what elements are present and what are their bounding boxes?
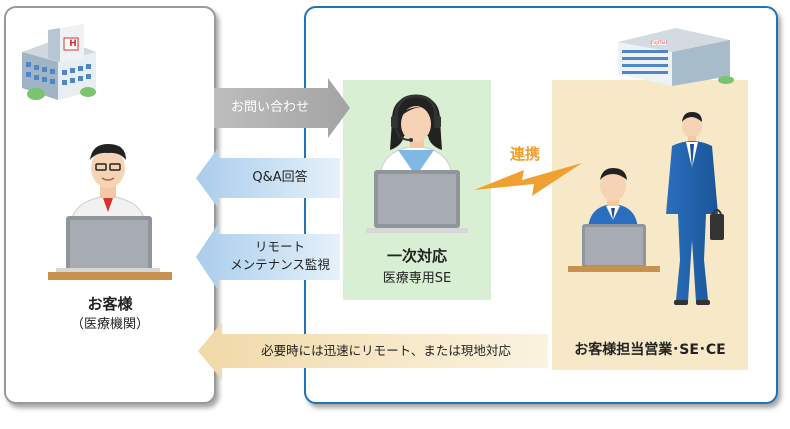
first-response-title: 一次対応 xyxy=(386,247,447,265)
response-label: 必要時には迅速にリモート、または現地対応 xyxy=(261,343,511,358)
customer-title: お客様 xyxy=(87,295,133,313)
hospital-sign-label: H xyxy=(69,39,77,49)
remote-label-line1: リモート xyxy=(254,239,305,254)
remote-label-line2: メンテナンス監視 xyxy=(230,257,330,272)
company-sign-label: FUJITSU xyxy=(651,40,667,45)
operator-laptop-icon xyxy=(366,170,468,233)
engineer-person-icon xyxy=(588,168,638,232)
hospital-building-icon xyxy=(22,24,96,100)
salesman-person-icon xyxy=(666,112,724,305)
first-response-subtitle: 医療専用SE xyxy=(382,271,452,286)
qa-answer-label: Q&A回答 xyxy=(252,170,308,185)
customer-laptop-icon xyxy=(48,216,172,280)
company-building-icon xyxy=(618,28,734,86)
sales-team-title: お客様担当営業･SE･CE xyxy=(574,342,726,358)
customer-subtitle: （医療機関） xyxy=(70,317,149,332)
hospital-sign-icon xyxy=(63,37,79,51)
qa-answer-arrow xyxy=(196,148,340,208)
lightning-icon xyxy=(474,163,582,196)
operator-person-icon xyxy=(379,94,453,181)
engineer-laptop-icon xyxy=(568,224,660,272)
inquiry-label: お問い合わせ xyxy=(230,100,309,115)
collaboration-label: 連携 xyxy=(509,145,540,163)
inquiry-arrow xyxy=(214,78,350,138)
response-arrow xyxy=(198,322,548,380)
remote-monitoring-arrow xyxy=(196,224,340,290)
